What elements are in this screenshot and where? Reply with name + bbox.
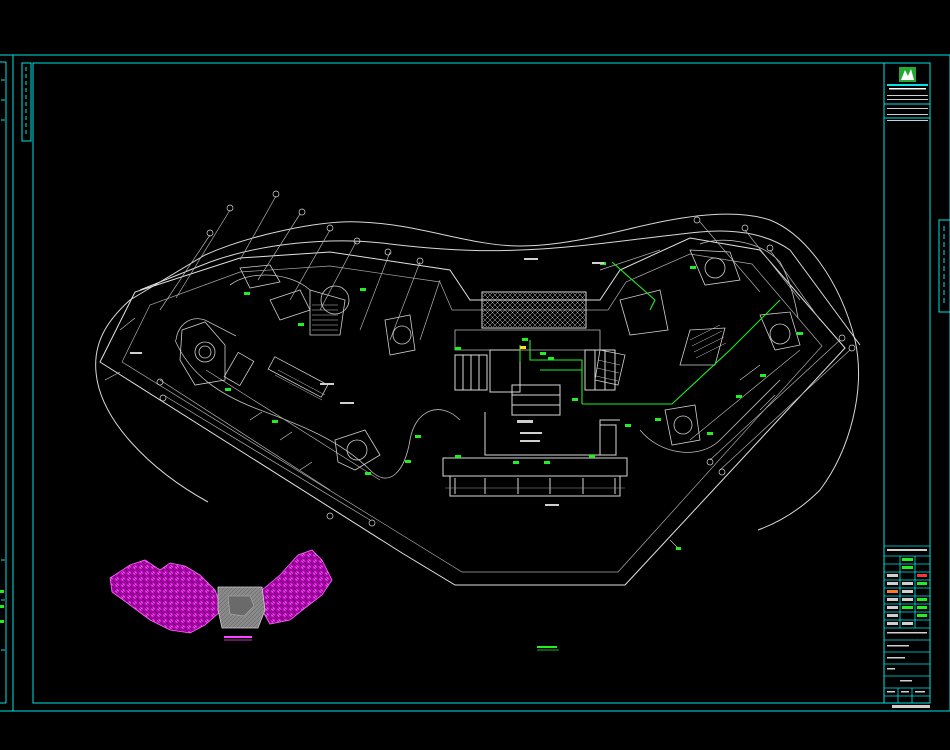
grid-bubbles [156, 190, 856, 527]
sheet-frame [0, 54, 950, 712]
stamp-table [884, 545, 930, 703]
central-lobby [442, 291, 628, 497]
keyplan-east-block [261, 549, 333, 625]
label-tags [130, 258, 803, 550]
east-grid-axes [599, 221, 851, 471]
keyplan-west-block [109, 559, 223, 634]
main-plan-caption-mark [537, 646, 559, 651]
title-block [883, 62, 931, 708]
west-wing-features [179, 264, 416, 471]
site-outer-boundary [95, 213, 859, 531]
site-plan [95, 190, 861, 586]
stamp-table-fills [887, 549, 930, 708]
building-outline [99, 237, 846, 586]
outer-border [12, 54, 950, 712]
hatched-roof-area [483, 293, 585, 327]
right-tab [938, 219, 950, 313]
left-edge-green-marks [0, 590, 4, 623]
binding-strip [21, 62, 32, 142]
green-routes [519, 261, 781, 405]
company-logo-icon [884, 67, 930, 121]
green-route-main [611, 261, 656, 311]
west-grid-axes [159, 195, 441, 521]
east-wing-features [594, 249, 801, 446]
misc-ticks [104, 317, 776, 551]
stair-hatches [274, 304, 727, 401]
keyplan [109, 549, 333, 641]
